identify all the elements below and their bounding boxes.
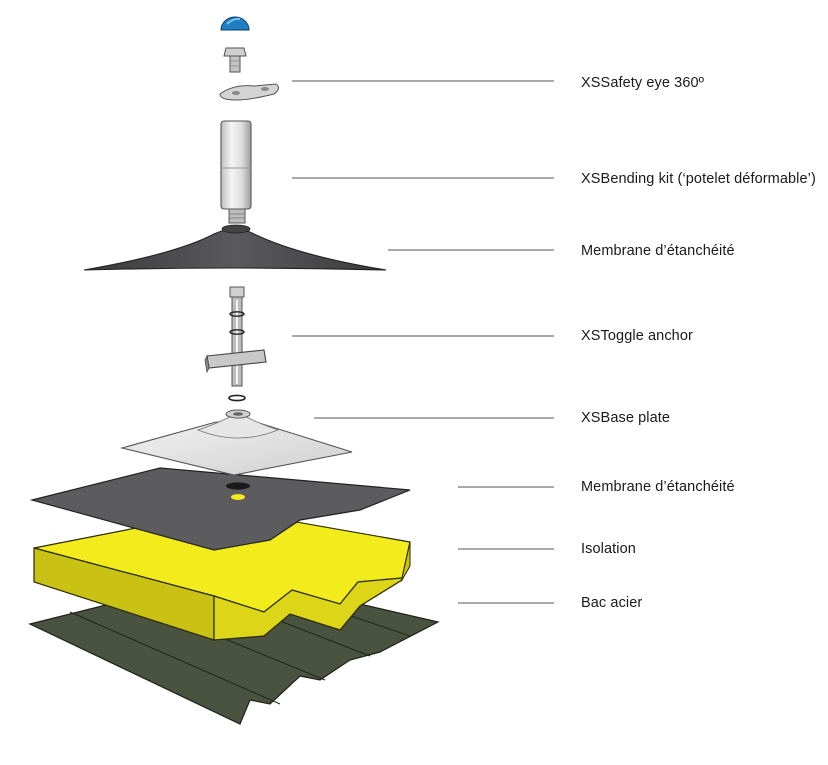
label-xssafety-eye: XSSafety eye 360º <box>581 75 705 91</box>
label-xstoggle-anchor: XSToggle anchor <box>581 328 693 344</box>
membrane-sheet-lower <box>29 467 411 551</box>
label-bac-acier: Bac acier <box>581 595 643 611</box>
leader-lines <box>292 80 554 604</box>
blue-cap <box>220 16 250 31</box>
label-isolation: Isolation <box>581 541 636 557</box>
label-xsbending-kit: XSBending kit (‘potelet déformable’) <box>581 171 816 187</box>
swivel-eye <box>219 83 280 101</box>
bolt <box>223 47 247 73</box>
label-xsbase-plate: XSBase plate <box>581 410 671 426</box>
toggle-anchor <box>204 286 267 402</box>
base-plate <box>119 409 353 476</box>
bending-post <box>220 120 252 224</box>
label-membrane-upper: Membrane d’étanchéité <box>581 243 735 259</box>
insulation-board <box>33 509 411 641</box>
label-membrane-lower: Membrane d’étanchéité <box>581 479 735 495</box>
membrane-cone-upper <box>83 224 387 271</box>
